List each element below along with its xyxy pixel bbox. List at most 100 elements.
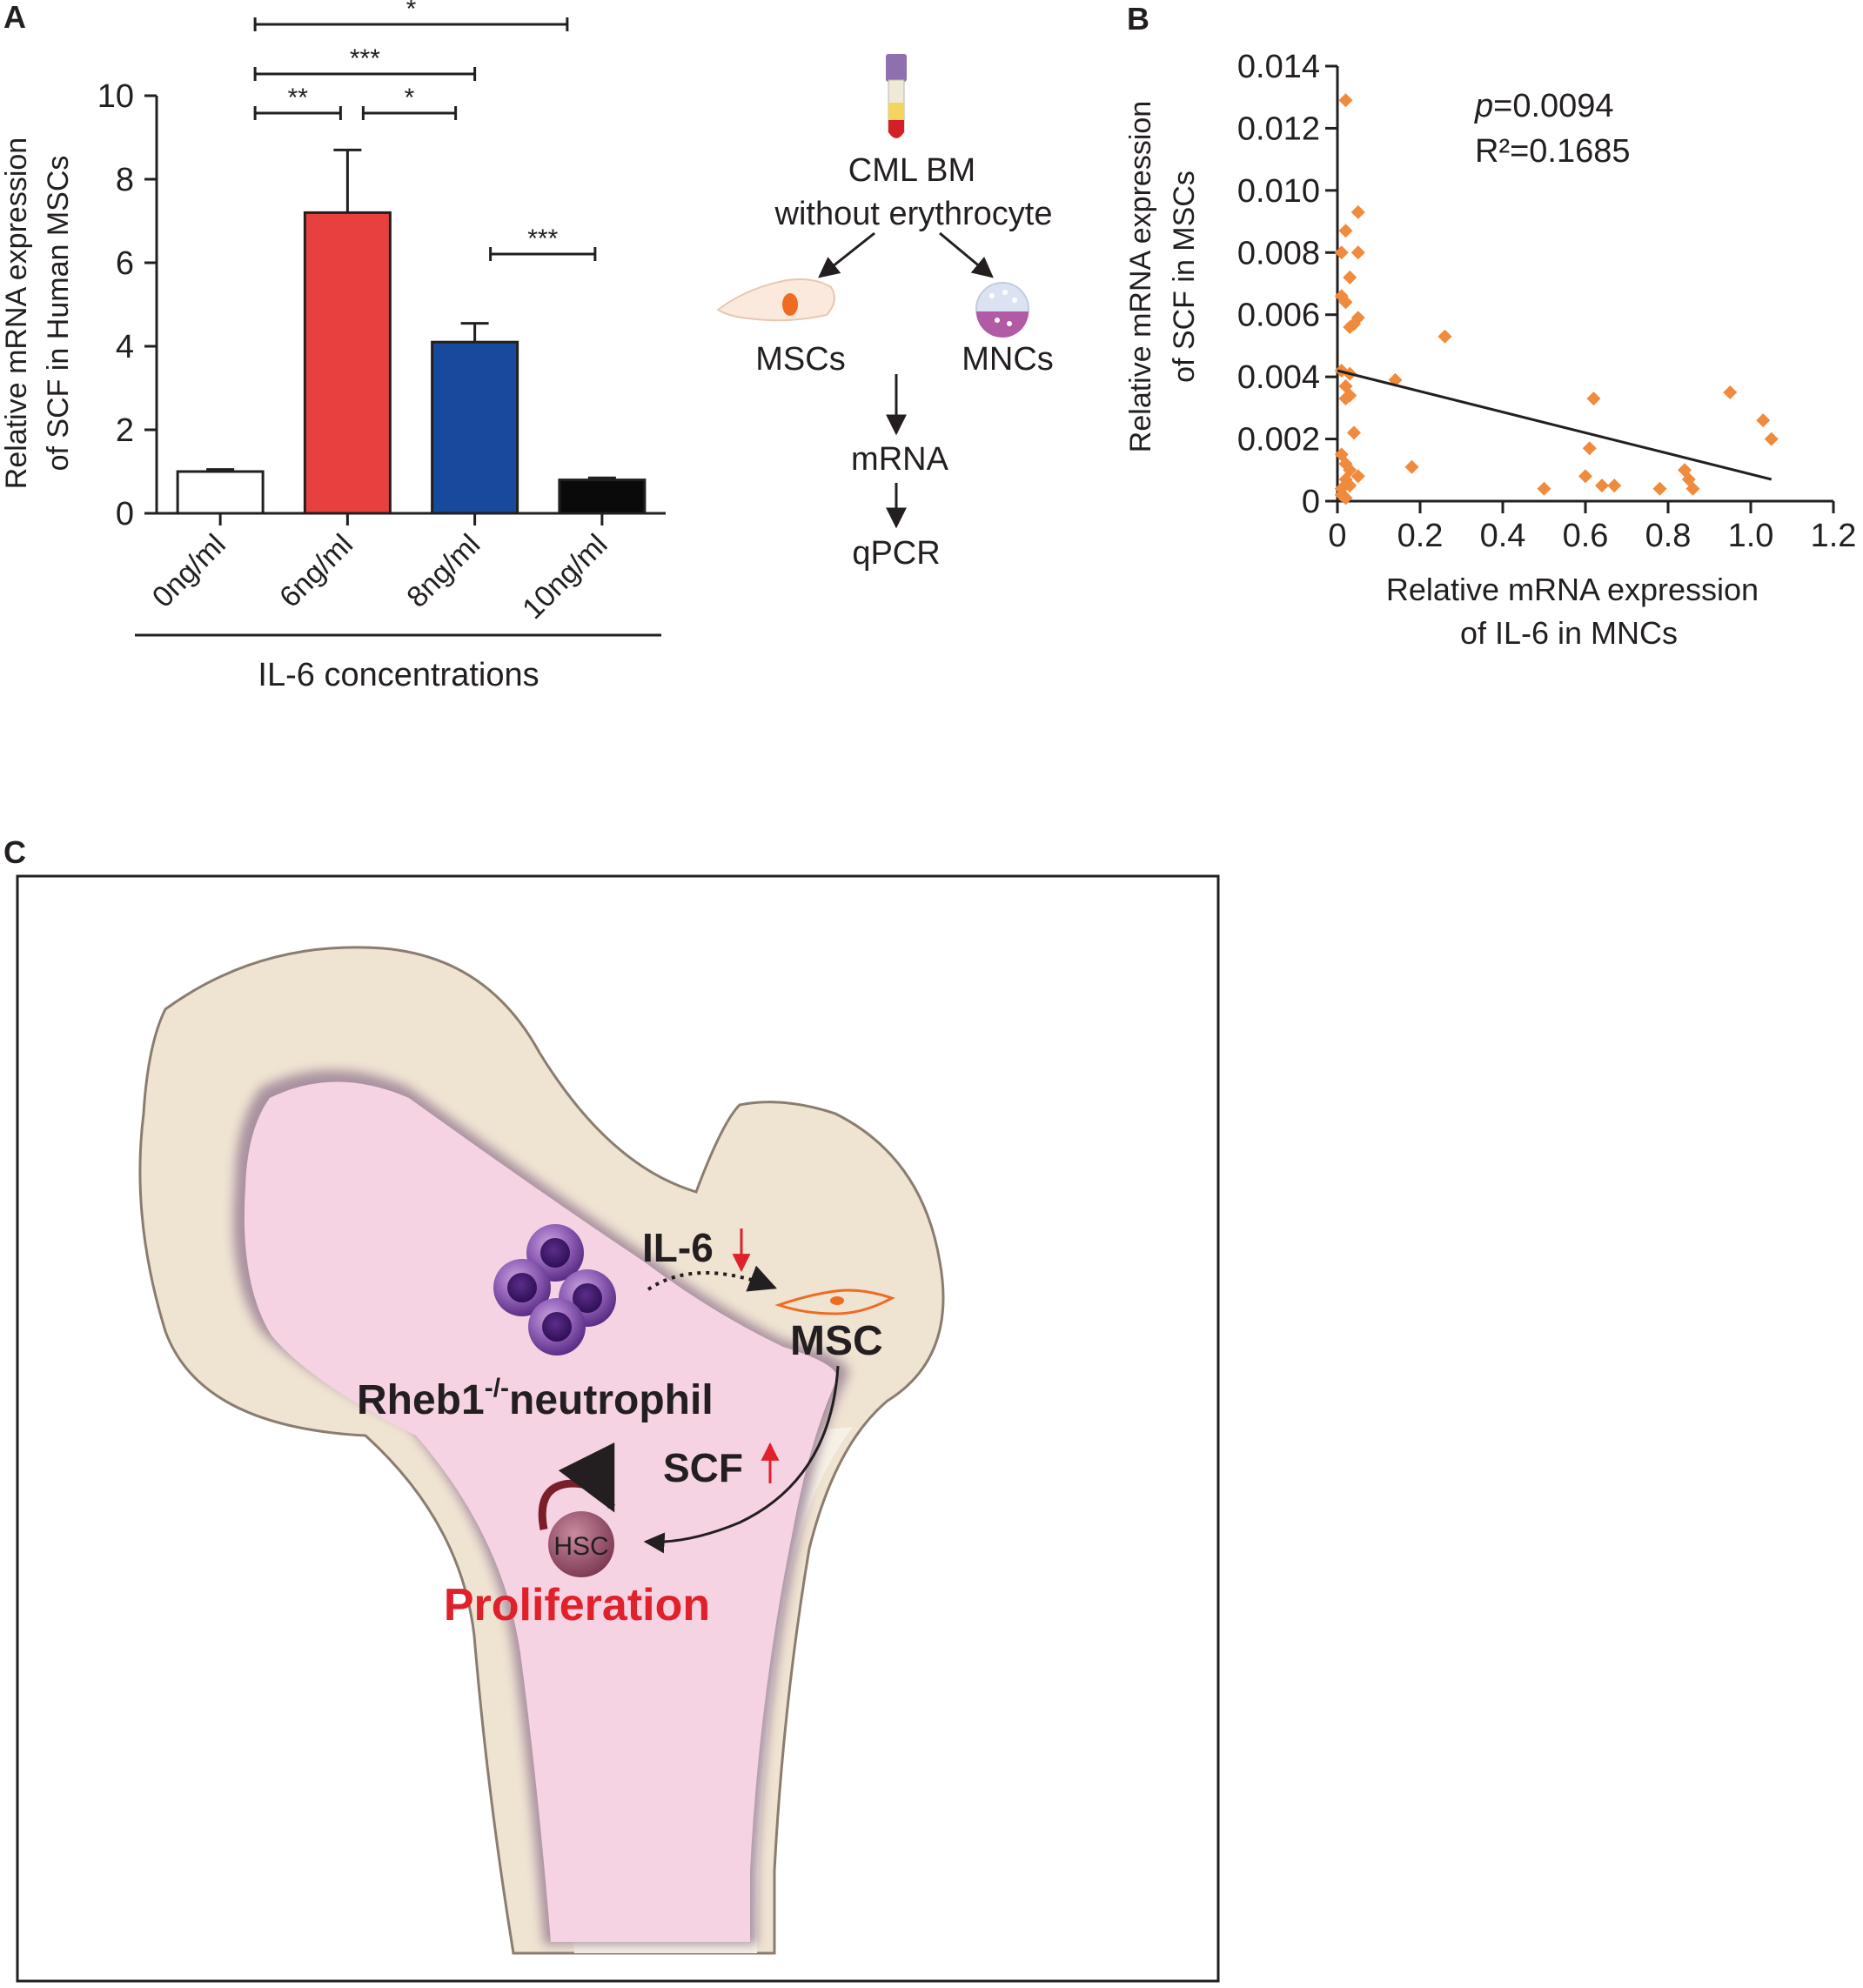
arrow-to-mncs [939,231,994,278]
bar-y-tick-label: 6 [116,245,134,282]
bar-x-tick-label: 0ng/ml [146,528,232,614]
bar-x-tick-label: 10ng/ml [516,528,613,626]
x-group-label: IL-6 concentrations [258,657,539,693]
scf-curved-arrow [643,1365,840,1554]
scatter-x-tick-label: 1.2 [1811,518,1857,554]
r-squared-annotation: R²=0.1685 [1475,133,1631,170]
scatter-x-tick-label: 0.6 [1563,518,1609,554]
scatter-x-tick-label: 0.4 [1480,518,1526,554]
scatter-plot: Relative mRNA expression of SCF in MSCs … [1124,49,1856,651]
mscs-label: MSCs [755,341,845,378]
scatter-point [1586,392,1601,406]
scatter-x-tick-label: 0 [1328,518,1346,554]
scatter-point [1437,329,1452,344]
blood-tube-icon [886,54,907,138]
scatter-point [1334,245,1349,260]
scatter-point [1347,425,1361,440]
mncs-label: MNCs [962,341,1054,378]
bar-3 [558,479,647,515]
sample-label-line2: without erythrocyte [774,196,1053,232]
scatter-point [1338,224,1353,238]
hsc-icon [548,1511,614,1577]
scatter-y-tick-label: 0.010 [1237,173,1320,210]
scatter-point [1343,320,1357,334]
scatter-y-tick-label: 0.008 [1237,235,1320,271]
bar-y-tick-label: 10 [97,78,134,115]
panel-letter-b: B [1127,1,1149,37]
bar-x-tick-label: 6ng/ml [273,528,359,614]
bar-y-tick-label: 8 [116,162,134,198]
scatter-x-axis-label-line1: Relative mRNA expression [1386,572,1759,607]
p-value: =0.0094 [1493,88,1613,124]
sig-label: ** [288,84,309,112]
scatter-x-tick-label: 1.0 [1728,518,1774,554]
scatter-point [1350,245,1365,260]
neutrophil-label: Rheb1-/-neutrophil [357,1374,714,1423]
panel-letter-a: A [3,0,26,35]
bar-y-tick-label: 0 [116,496,134,532]
scatter-point [1764,432,1779,446]
bar-x-tick-label: 8ng/ml [400,528,486,614]
bar-chart: Relative mRNA expression of SCF in Human… [0,0,666,693]
p-value-annotation: p=0.0094 [1474,88,1614,124]
arrow-to-mscs [818,231,875,278]
neutrophil-label-base: Rheb1 [357,1377,485,1423]
workflow-diagram: CML BM without erythrocyte MSCs MNCs mRN… [716,54,1054,572]
bar-series [176,148,647,525]
scatter-y-tick-label: 0.006 [1237,298,1320,334]
scatter-point [1537,481,1551,496]
scatter-point [1343,270,1357,284]
scatter-x-axis-label-line2: of IL-6 in MNCs [1460,615,1678,651]
scatter-y-tick-label: 0.004 [1237,359,1320,396]
il6-label: IL-6 [642,1225,714,1270]
scatter-point [1404,459,1419,474]
scatter-y-axis-label-line2: of SCF in MSCs [1168,171,1201,383]
scatter-point [1756,413,1771,428]
bar-1 [303,211,392,515]
scatter-x-tick-label: 0.2 [1397,518,1444,554]
scatter-point [1685,481,1700,496]
scatter-point [1338,93,1353,108]
scatter-point [1652,481,1667,496]
hsc-label: HSC [553,1532,608,1561]
proliferation-label: Proliferation [444,1580,710,1630]
neutrophil-label-superscript: -/- [485,1374,509,1402]
regression-line [1337,369,1773,481]
self-renewal-arrow-icon [538,1442,616,1530]
msc-cell-icon [716,278,835,322]
bar-x-tick-labels: 0ng/ml 6ng/ml 8ng/ml 10ng/ml [146,528,614,626]
scatter-point [1350,469,1365,484]
scatter-point [1582,441,1597,456]
sig-label: * [406,0,417,23]
bar-2 [431,340,519,515]
scatter-y-tick-label: 0.012 [1237,110,1320,147]
p-symbol: p [1474,88,1493,124]
neutrophil-label-rest: neutrophil [509,1377,714,1423]
sig-label: *** [350,44,380,73]
bar-0 [176,470,265,515]
bar-y-tick-label: 2 [116,412,134,449]
sig-label: *** [527,224,558,253]
bar-y-axis-label-line1: Relative mRNA expression [0,137,33,489]
neutrophil-cluster-icon [493,1224,616,1355]
mnc-cell-icon [975,282,1029,338]
scatter-point [1578,469,1592,484]
scatter-y-tick-label: 0.014 [1237,49,1320,85]
significance-brackets: ********** [253,0,597,261]
qpcr-label: qPCR [852,535,940,572]
sample-label-line1: CML BM [848,152,975,189]
scatter-y-tick-label: 0 [1302,484,1320,520]
scatter-point [1338,491,1353,505]
mrna-label: mRNA [851,441,949,478]
scatter-point [1350,204,1365,219]
scatter-y-axis-label-line1: Relative mRNA expression [1124,101,1157,452]
scatter-points [1334,93,1779,505]
bar-y-tick-label: 4 [116,329,134,365]
bar-y-axis-label-line2: of SCF in Human MSCs [42,156,75,472]
bone-marrow-schematic: Rheb1-/-neutrophil IL-6 MSC SCF HSC Prol… [16,874,1220,1983]
panel-letter-c: C [3,834,26,870]
scatter-x-tick-label: 0.8 [1645,518,1692,554]
scatter-point [1338,392,1353,406]
